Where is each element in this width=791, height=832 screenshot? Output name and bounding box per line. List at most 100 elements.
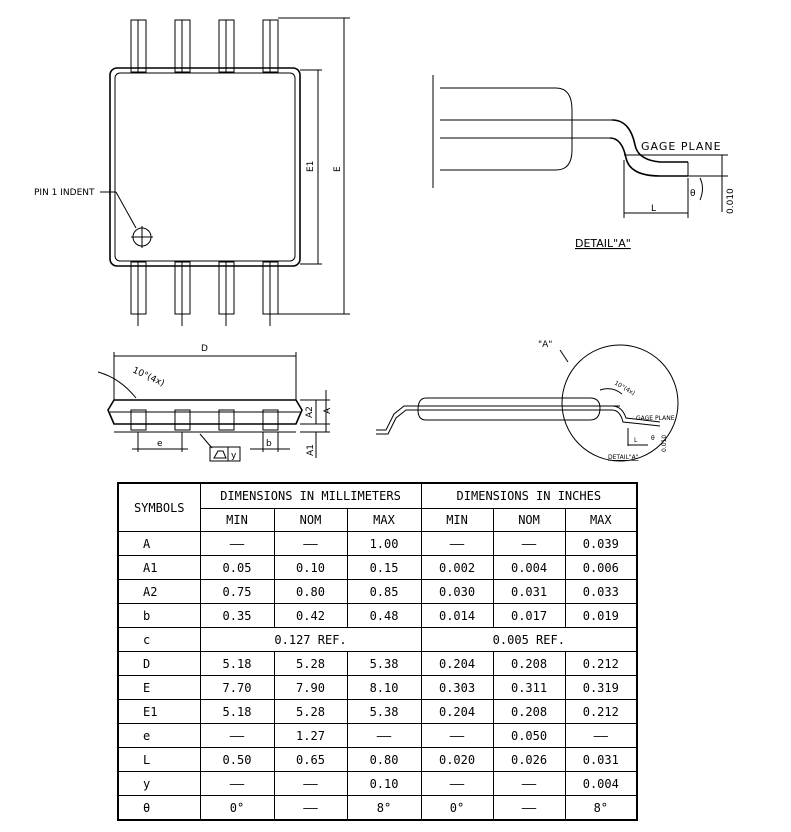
symbol-cell: E — [117, 675, 201, 700]
value-cell: 0.50 — [199, 747, 275, 772]
mini-detail-label: DETAIL"A" — [608, 454, 639, 461]
mini-0010-label: 0.010 — [661, 435, 668, 452]
value-cell: —— — [346, 723, 422, 748]
table-row: E1 5.18 5.28 5.38 0.204 0.208 0.212 — [117, 699, 638, 724]
value-cell: 7.90 — [273, 675, 348, 700]
detail-a-circle — [561, 344, 679, 462]
side-view: D 10°(4x) A2 A A1 e b — [97, 344, 333, 462]
dim-E-label: E — [333, 166, 343, 172]
value-cell: 0.80 — [273, 579, 348, 604]
dim-D-label: D — [201, 344, 208, 354]
symbol-cell: y — [117, 771, 201, 796]
table-row: c 0.127 REF. 0.005 REF. — [117, 627, 638, 652]
value-cell: 0.10 — [346, 771, 422, 796]
value-cell: 0.033 — [564, 579, 638, 604]
package-body — [109, 67, 301, 267]
value-cell: 0.85 — [346, 579, 422, 604]
dim-theta-label: θ — [690, 189, 696, 199]
dim-b-label: b — [266, 439, 272, 449]
ref-cell: 0.005 REF. — [420, 627, 638, 652]
value-cell: —— — [273, 531, 348, 556]
flatness-y-label: y — [231, 451, 237, 461]
value-cell: 0.311 — [492, 675, 566, 700]
detail-a-title: DETAIL"A" — [575, 237, 631, 250]
flatness-frame — [209, 446, 241, 462]
sub-header: NOM — [492, 508, 566, 532]
value-cell: 8° — [346, 795, 422, 821]
ref-cell: 0.127 REF. — [199, 627, 422, 652]
value-cell: —— — [420, 771, 494, 796]
value-cell: 0.039 — [564, 531, 638, 556]
symbol-cell: A — [117, 531, 201, 556]
value-cell: —— — [199, 531, 275, 556]
value-cell: 0° — [199, 795, 275, 821]
sub-header: NOM — [273, 508, 348, 532]
mini-L-label: L — [634, 437, 638, 444]
value-cell: 0.80 — [346, 747, 422, 772]
mm-header: DIMENSIONS IN MILLIMETERS — [199, 482, 422, 509]
value-cell: 0.10 — [273, 555, 348, 580]
symbol-cell: e — [117, 723, 201, 748]
symbol-cell: A1 — [117, 555, 201, 580]
value-cell: 0.212 — [564, 651, 638, 676]
value-cell: 0.004 — [492, 555, 566, 580]
dim-A1-label: A1 — [306, 444, 316, 456]
value-cell: —— — [492, 531, 566, 556]
symbol-cell: c — [117, 627, 201, 652]
value-cell: —— — [420, 723, 494, 748]
symbol-cell: L — [117, 747, 201, 772]
dim-E1-label: E1 — [306, 161, 316, 172]
table-row: θ 0° —— 8° 0° —— 8° — [117, 795, 638, 821]
symbol-cell: θ — [117, 795, 201, 821]
table-row: y —— —— 0.10 —— —— 0.004 — [117, 771, 638, 796]
top-pins — [130, 19, 279, 73]
value-cell: —— — [564, 723, 638, 748]
table-row: A —— —— 1.00 —— —— 0.039 — [117, 531, 638, 556]
table-row: D 5.18 5.28 5.38 0.204 0.208 0.212 — [117, 651, 638, 676]
sub-header: MAX — [564, 508, 638, 532]
dim-0010-label: 0.010 — [726, 188, 736, 214]
callout-a-label: "A" — [538, 340, 552, 350]
value-cell: 8° — [564, 795, 638, 821]
value-cell: —— — [199, 723, 275, 748]
value-cell: —— — [492, 795, 566, 821]
value-cell: 0.208 — [492, 651, 566, 676]
value-cell: 5.38 — [346, 651, 422, 676]
value-cell: 0.017 — [492, 603, 566, 628]
value-cell: 0° — [420, 795, 494, 821]
value-cell: 0.204 — [420, 651, 494, 676]
value-cell: 0.319 — [564, 675, 638, 700]
value-cell: 0.030 — [420, 579, 494, 604]
table-row: E 7.70 7.90 8.10 0.303 0.311 0.319 — [117, 675, 638, 700]
value-cell: 0.303 — [420, 675, 494, 700]
sub-header: MIN — [420, 508, 494, 532]
value-cell: 0.48 — [346, 603, 422, 628]
dim-e-label: e — [157, 439, 163, 449]
value-cell: 0.006 — [564, 555, 638, 580]
dim-L-label: L — [651, 204, 656, 214]
value-cell: 0.014 — [420, 603, 494, 628]
value-cell: 5.28 — [273, 651, 348, 676]
value-cell: —— — [199, 771, 275, 796]
mini-angle-label: 10°(4x) — [613, 380, 636, 397]
bottom-pins — [130, 261, 279, 326]
top-view: PIN 1 INDENT E1 E — [34, 17, 350, 326]
symbol-cell: b — [117, 603, 201, 628]
value-cell: 0.031 — [492, 579, 566, 604]
table-row: L 0.50 0.65 0.80 0.020 0.026 0.031 — [117, 747, 638, 772]
value-cell: 0.050 — [492, 723, 566, 748]
dim-A2-label: A2 — [305, 406, 315, 418]
value-cell: 5.18 — [199, 651, 275, 676]
in-header: DIMENSIONS IN INCHES — [420, 482, 638, 509]
mini-theta-label: θ — [651, 435, 655, 442]
value-cell: 0.212 — [564, 699, 638, 724]
value-cell: 5.18 — [199, 699, 275, 724]
value-cell: 0.75 — [199, 579, 275, 604]
value-cell: 1.00 — [346, 531, 422, 556]
sub-header: MIN — [199, 508, 275, 532]
value-cell: 0.026 — [492, 747, 566, 772]
value-cell: 8.10 — [346, 675, 422, 700]
value-cell: —— — [273, 795, 348, 821]
table-row: A1 0.05 0.10 0.15 0.002 0.004 0.006 — [117, 555, 638, 580]
